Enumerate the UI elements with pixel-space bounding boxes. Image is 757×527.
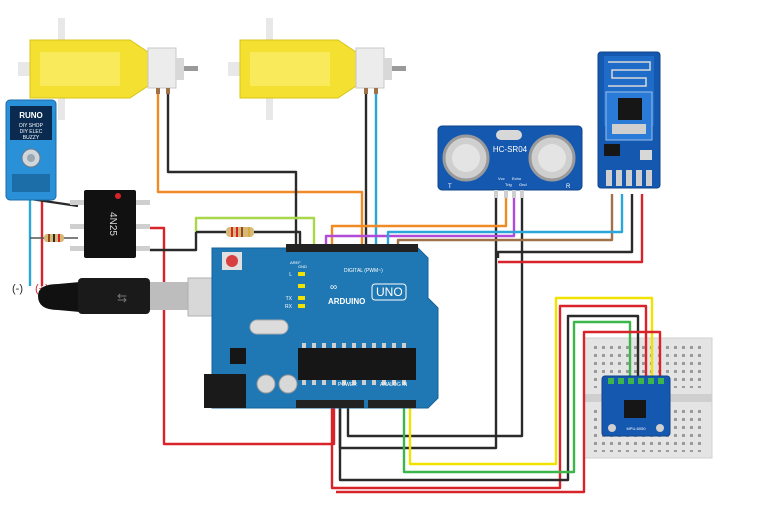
resistor-small bbox=[30, 234, 78, 242]
ultrasonic-pin-vcc: Vcc bbox=[498, 176, 505, 181]
ultrasonic-t-label: T bbox=[448, 184, 452, 190]
bluetooth-module bbox=[597, 51, 661, 189]
sensor-brand: RUNO bbox=[19, 111, 43, 120]
usb-icon: ⇆ bbox=[117, 291, 127, 305]
ultrasonic-r-label: R bbox=[566, 184, 571, 190]
imu-module: MPU-6050 bbox=[601, 375, 671, 437]
sensor-line-3: BUZZY bbox=[23, 135, 40, 141]
ultrasonic-pin-gnd: Gnd bbox=[519, 182, 527, 187]
arduino-logo: ARDUINO bbox=[328, 297, 365, 306]
dc-motor-left bbox=[18, 18, 198, 120]
ultrasonic-sensor: HC-SR04 T R Vcc Trig Echo Gnd bbox=[437, 125, 583, 198]
gnd-label: GND bbox=[298, 264, 307, 269]
ultrasonic-label: HC-SR04 bbox=[493, 145, 528, 154]
ultrasonic-pin-echo: Echo bbox=[512, 176, 522, 181]
digital-label: DIGITAL (PWM~) bbox=[344, 268, 383, 274]
ultrasonic-pin-trig: Trig bbox=[505, 182, 512, 187]
sensor-line-2: DIY ELEC bbox=[20, 129, 43, 135]
ic-4n25: 4N25 bbox=[70, 190, 150, 258]
l-led-label: L bbox=[289, 272, 292, 278]
rx-led-label: RX bbox=[285, 304, 293, 310]
imu-label: MPU-6050 bbox=[626, 426, 646, 431]
arduino-uno: L TX RX ARDUINO UNO ∞ DIGITAL (PWM~) POW… bbox=[204, 244, 439, 409]
tx-led-label: TX bbox=[286, 296, 293, 302]
ic-label: 4N25 bbox=[107, 212, 118, 236]
label-mask bbox=[40, 372, 120, 386]
infinity-icon: ∞ bbox=[330, 282, 337, 293]
dc-motor-right bbox=[228, 18, 406, 120]
usb-cable: ⇆ bbox=[38, 277, 241, 317]
power-label: POWER bbox=[338, 382, 357, 388]
aref-label: AREF bbox=[290, 260, 301, 265]
resistor-main bbox=[196, 227, 284, 237]
analog-label: ANALOG IN bbox=[380, 382, 408, 388]
arduino-model: UNO bbox=[376, 285, 403, 299]
sensor-module: RUNO DIY SHOP DIY ELEC BUZZY bbox=[5, 99, 57, 201]
battery-minus-label: (-) bbox=[12, 283, 23, 295]
sensor-line-1: DIY SHOP bbox=[19, 123, 43, 129]
